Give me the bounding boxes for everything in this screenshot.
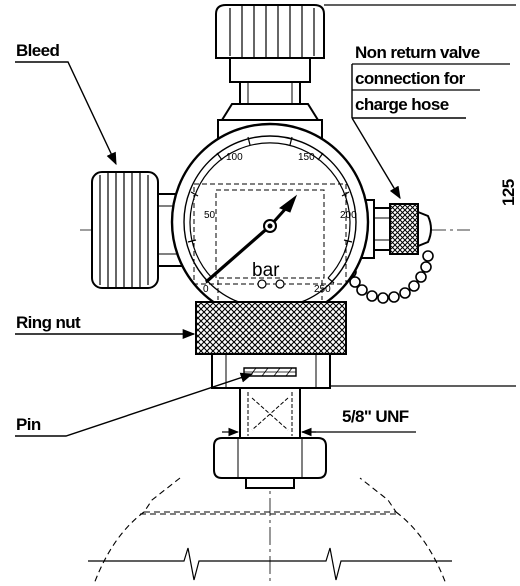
gauge-tick-150: 150: [298, 152, 315, 163]
non-return-valve-label-line2: connection for: [355, 69, 466, 88]
dimension-125-label: 125: [499, 179, 518, 206]
top-knob: [215, 4, 325, 143]
ring-nut-label: Ring nut: [16, 313, 81, 332]
gauge-tick-50: 50: [204, 210, 216, 221]
gauge-tick-250: 250: [314, 284, 331, 295]
gas-cylinder: [93, 477, 447, 585]
threaded-adaptor: [213, 387, 327, 489]
gauge-tick-200: 200: [340, 210, 357, 221]
gauge-tick-0: 0: [203, 284, 209, 295]
non-return-valve-label-line3: charge hose: [355, 95, 449, 114]
bleed-label: Bleed: [16, 41, 60, 60]
ring-nut: [195, 301, 347, 389]
callout-leaders: [15, 61, 466, 437]
pressure-gauge: [170, 122, 370, 322]
pin-label: Pin: [16, 415, 41, 434]
extension-line: [324, 4, 516, 387]
thread-size-label: 5/8" UNF: [342, 407, 409, 426]
gauge-tick-100: 100: [226, 152, 243, 163]
bleed-knob: [91, 171, 185, 289]
break-line: [88, 547, 452, 581]
gauge-scale-labels: 0 50 100 150 200 250 bar: [203, 152, 357, 295]
non-return-valve-label-line1: Non return valve: [355, 43, 480, 62]
gauge-unit: bar: [252, 260, 280, 281]
